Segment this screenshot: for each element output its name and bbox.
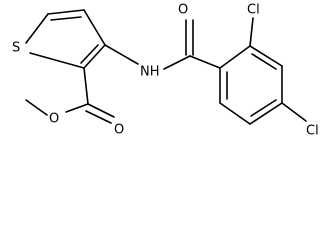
bond-n-carbonyl-c bbox=[163, 55, 191, 70]
bond-s-c5 bbox=[25, 13, 49, 44]
atom-labels: S NH O O O Cl Cl bbox=[12, 3, 319, 139]
chlorine-ortho-label: Cl bbox=[247, 3, 260, 18]
bond-ester-c-o-single bbox=[65, 103, 89, 113]
ester-ether-oxygen-label: O bbox=[49, 112, 59, 127]
bond-ar-c1-c2 bbox=[219, 45, 251, 69]
bond-carbonyl-c-ring bbox=[189, 55, 221, 69]
bond-ar-c5-c6 bbox=[219, 102, 251, 125]
ester-carbonyl-oxygen-label: O bbox=[114, 123, 124, 138]
bond-c5-c4 bbox=[47, 9, 85, 15]
bond-ar-c4-c5-inner bbox=[250, 99, 277, 117]
chlorine-para-label: Cl bbox=[306, 124, 319, 139]
bonds bbox=[25, 9, 307, 125]
bond-c3-n bbox=[104, 44, 139, 65]
bond-c3-c2-inner bbox=[80, 44, 99, 64]
bond-ar-c2-c3-inner bbox=[251, 53, 277, 70]
bond-ester-c-o-double-a bbox=[87, 103, 115, 118]
bond-c5-c4-inner bbox=[50, 16, 82, 21]
bond-ar-c4-c5 bbox=[249, 102, 283, 125]
bond-ar-c4-cl bbox=[281, 102, 307, 122]
bond-ar-c2-c3 bbox=[249, 45, 283, 67]
bond-ester-o-methyl bbox=[25, 99, 48, 116]
chemical-structure-diagram: S NH O O O Cl Cl bbox=[12, 3, 319, 139]
bond-ar-c2-cl bbox=[249, 17, 254, 47]
sulfur-atom-label: S bbox=[12, 41, 20, 56]
bond-ester-c-o-double-b bbox=[85, 110, 112, 124]
bond-c4-c3 bbox=[83, 9, 106, 46]
amide-nitrogen-label: NH bbox=[140, 65, 160, 80]
bond-c2-ester-c bbox=[83, 67, 89, 105]
bond-c2-s bbox=[29, 52, 85, 69]
bond-c3-c2 bbox=[83, 44, 106, 69]
amide-oxygen-label: O bbox=[178, 3, 188, 18]
